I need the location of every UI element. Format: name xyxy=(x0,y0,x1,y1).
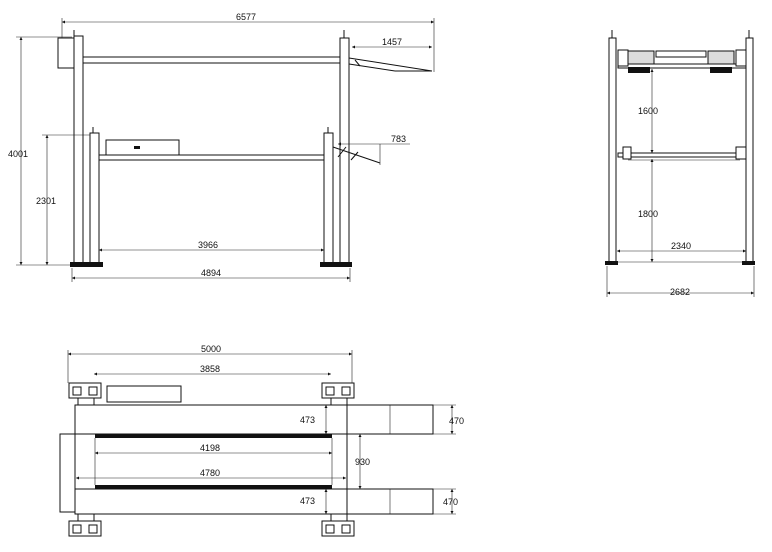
front-top-beam xyxy=(82,56,341,64)
dim-side-lower-level: 1800 xyxy=(638,209,658,219)
dim-front-overall: 6577 xyxy=(236,12,256,22)
front-view: 6577 1457 783 4001 2301 3966 4894 xyxy=(8,12,435,282)
front-inner-left-post xyxy=(86,127,103,267)
front-left-post xyxy=(70,35,86,267)
dim-side-outer-width: 2682 xyxy=(670,287,690,297)
dim-front-outer-span: 4894 xyxy=(201,268,221,278)
side-lower-platform xyxy=(617,146,747,161)
dim-front-lower-height: 2301 xyxy=(36,196,56,206)
dim-front-inner-span: 3966 xyxy=(198,240,218,250)
dim-side-inner-width: 2340 xyxy=(671,241,691,251)
dim-top-gap: 930 xyxy=(355,457,370,467)
top-upper-runway xyxy=(74,404,434,435)
top-post-right-lower xyxy=(321,514,355,537)
front-upper-ramp xyxy=(348,57,433,72)
front-tray xyxy=(105,139,180,156)
dim-top-runway-width-lower: 473 xyxy=(300,496,315,506)
front-control-box xyxy=(57,37,75,69)
dim-top-ramp-width-upper: 470 xyxy=(449,416,464,426)
dim-front-ramp-offset: 783 xyxy=(391,134,406,144)
top-center-frame xyxy=(59,433,348,513)
side-upper-platform xyxy=(617,49,747,73)
dim-top-post-spacing: 3858 xyxy=(200,364,220,374)
front-lower-ramp xyxy=(332,146,381,164)
top-post-left-upper xyxy=(68,382,102,405)
side-left-post xyxy=(605,30,618,265)
front-lower-platform xyxy=(98,154,325,161)
dim-top-runway-width-upper: 473 xyxy=(300,415,315,425)
dim-top-ramp-width-lower: 470 xyxy=(443,497,458,507)
top-tray xyxy=(106,385,182,403)
dim-front-total-height: 4001 xyxy=(8,149,28,159)
top-lower-runway xyxy=(74,488,434,515)
top-view: 5000 3858 473 470 4198 4780 930 473 470 xyxy=(59,344,464,537)
top-post-right-upper xyxy=(321,382,355,405)
dim-top-platform-length: 4780 xyxy=(200,468,220,478)
side-view: 1600 1800 2340 2682 xyxy=(605,30,755,297)
dim-top-inner-length: 4198 xyxy=(200,443,220,453)
top-post-left-lower xyxy=(68,514,102,537)
dim-front-overhang: 1457 xyxy=(382,37,402,47)
front-inner-right-post xyxy=(320,127,337,267)
dim-top-overall-length: 5000 xyxy=(201,344,221,354)
dim-side-upper-level: 1600 xyxy=(638,106,658,116)
